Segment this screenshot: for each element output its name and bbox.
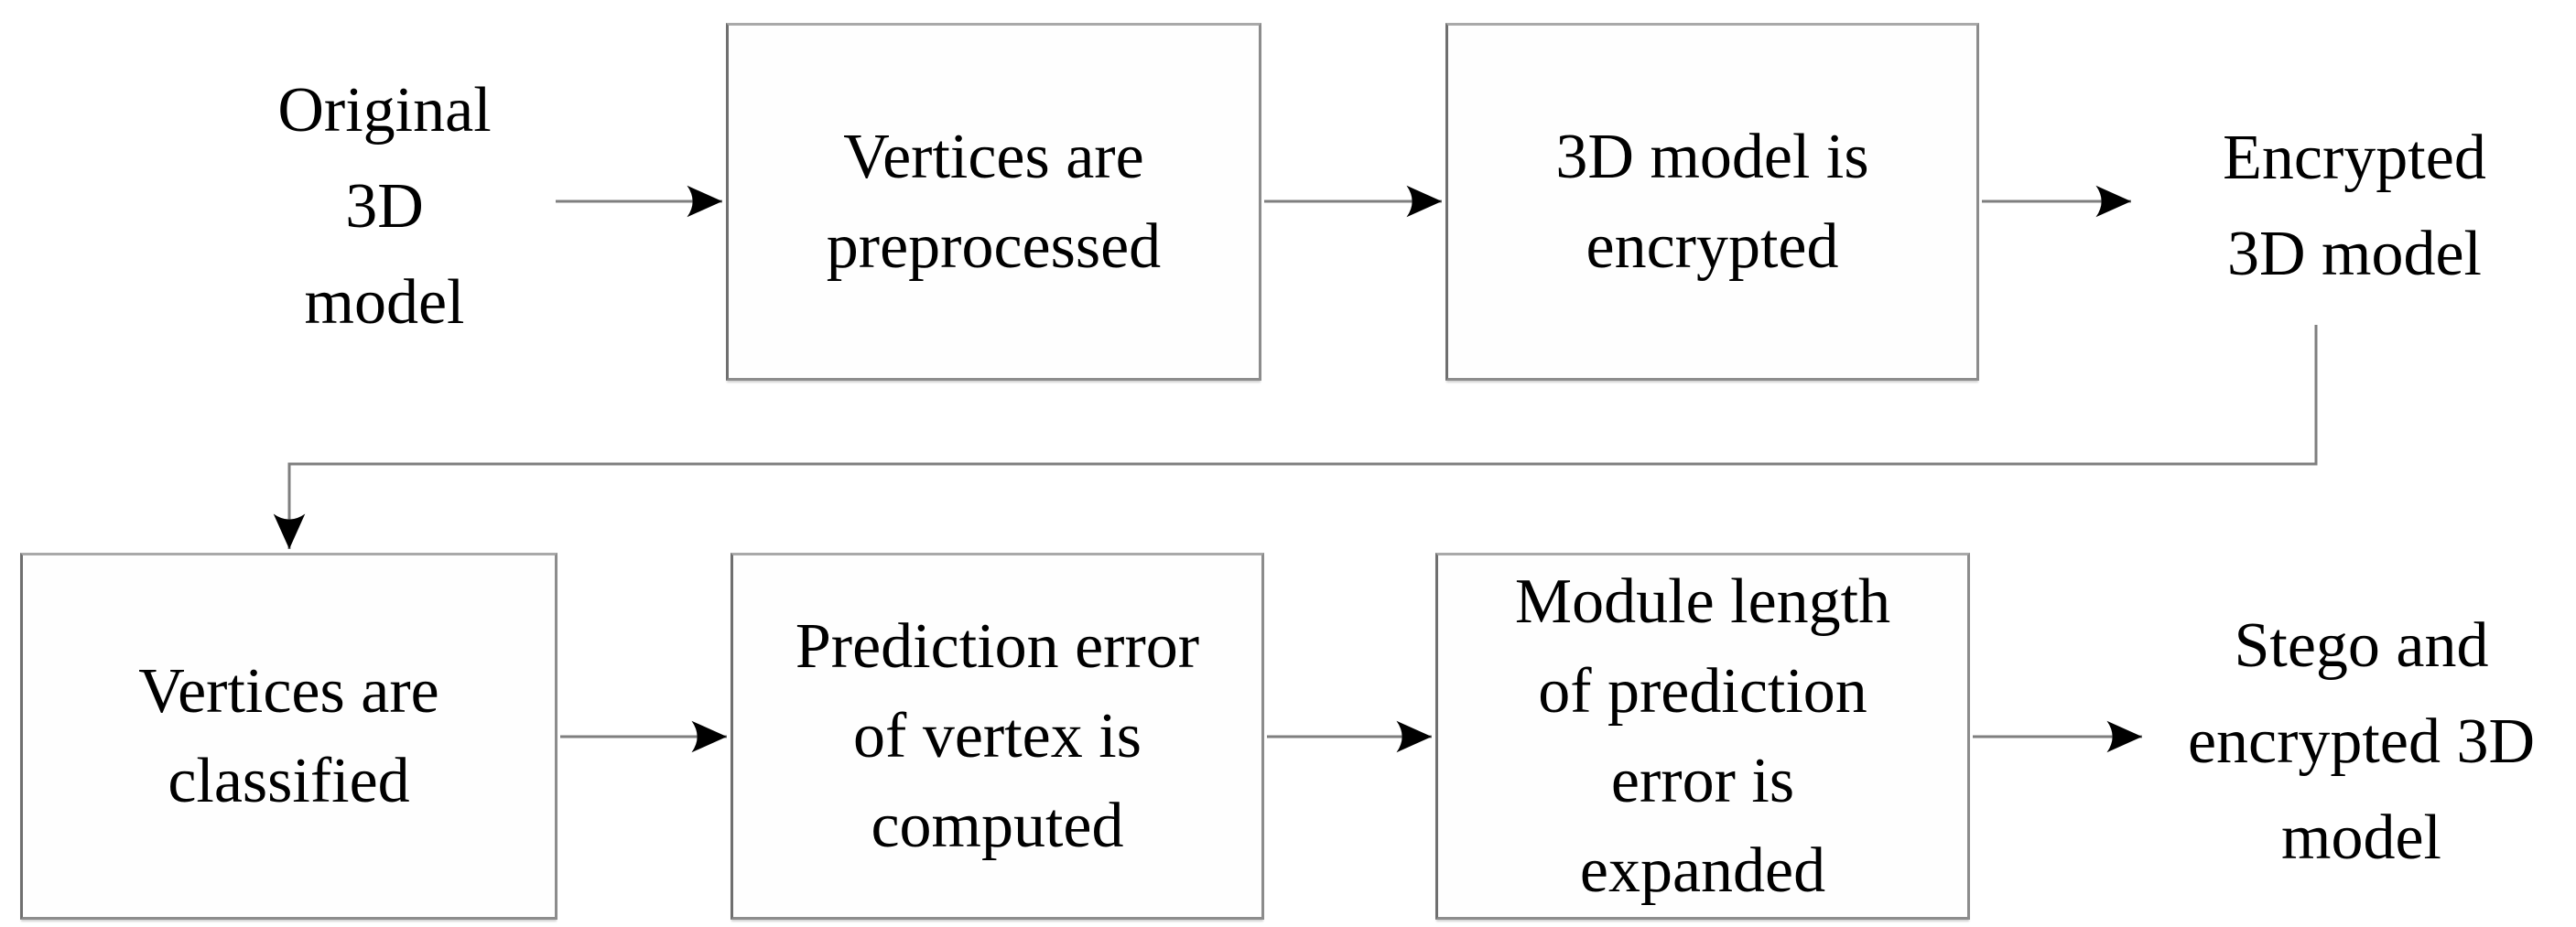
box-3d-model-encrypted: 3D model is encrypted [1445, 23, 1979, 381]
label-encrypted-3d-model: Encrypted 3D model [2223, 123, 2486, 289]
label-original-3d-model: Original 3D model [277, 74, 492, 338]
box-vertices-classified: Vertices are classified [20, 553, 557, 920]
box-vertices-preprocessed: Vertices are preprocessed [726, 23, 1261, 381]
elbow-connector-encrypted-to-classified [273, 325, 2318, 549]
box-prediction-error-computed: Prediction error of vertex is computed [731, 553, 1264, 920]
box-module-length-expanded: Module length of prediction error is exp… [1435, 553, 1970, 920]
label-stego-encrypted-3d-model: Stego and encrypted 3D model [2187, 609, 2536, 873]
